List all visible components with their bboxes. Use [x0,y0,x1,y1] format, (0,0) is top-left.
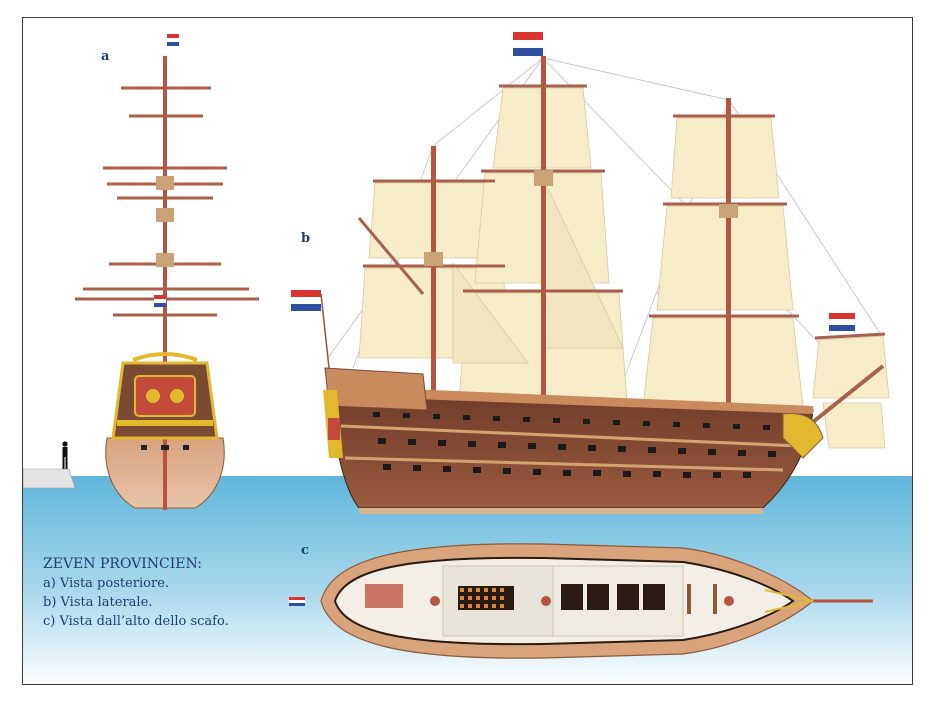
side-view [291,32,890,514]
caption-line-b: b) Vista laterale. [43,595,153,610]
ship-illustration: a [23,32,912,684]
svg-text:c: c [301,543,309,558]
illustration-frame: a [22,17,913,685]
label-a: a [101,49,110,64]
caption-title: ZEVEN PROVINCIEN: [43,556,202,572]
top-view [289,543,873,659]
pier-with-figure [23,441,76,489]
caption-line-a: a) Vista posteriore. [43,576,170,591]
svg-text:b: b [301,231,310,246]
label-b: b [301,231,310,246]
label-c: c [301,543,309,558]
caption: ZEVEN PROVINCIEN: a) Vista posteriore. b… [43,555,229,631]
caption-line-c: c) Vista dall’alto dello scafo. [43,614,229,629]
stern-view [75,34,259,510]
svg-text:a: a [101,49,110,64]
